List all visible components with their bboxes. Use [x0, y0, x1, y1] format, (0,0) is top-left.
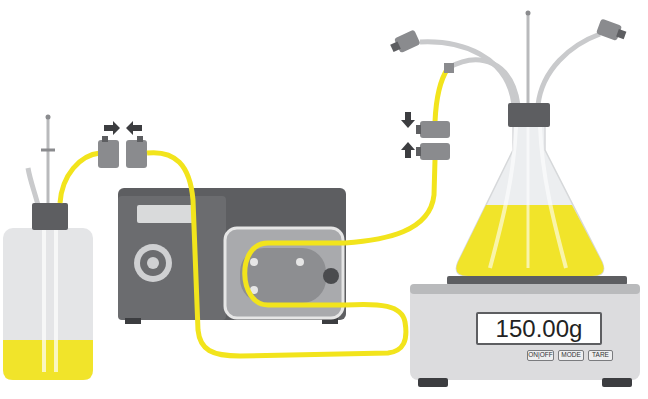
- bottle-cap: [32, 203, 68, 230]
- clamp-tab: [390, 41, 401, 52]
- control-pad: [134, 244, 172, 282]
- dip-tube: [527, 126, 530, 268]
- scale-button: MODE: [558, 350, 584, 361]
- roller: [296, 258, 304, 266]
- button-label: TARE: [592, 352, 609, 359]
- pump-body: [118, 188, 346, 320]
- dip-tube: [42, 228, 46, 372]
- bottle-liquid: [3, 340, 93, 380]
- clamp-tab: [416, 147, 421, 156]
- tube-connector: [444, 63, 454, 73]
- scale-foot: [602, 378, 632, 387]
- control-button: [147, 257, 159, 269]
- button-label: ON|OFF: [528, 352, 552, 359]
- button-label: MODE: [561, 352, 581, 359]
- yellow-tube: [60, 153, 100, 203]
- flask-glass: [456, 122, 603, 276]
- vent-rod: [47, 118, 50, 205]
- clamp-tab: [102, 136, 108, 142]
- air-tube: [28, 168, 38, 205]
- pump-tube-loop: [245, 243, 345, 305]
- scale-top-band: [410, 284, 640, 294]
- rod-clip: [41, 149, 55, 152]
- scale-body: [410, 284, 640, 380]
- yellow-tube: [147, 153, 406, 356]
- clamp-tab: [137, 136, 143, 142]
- dip-tube: [540, 126, 566, 268]
- clamp-tab: [416, 125, 421, 134]
- yellow-tube: [435, 68, 448, 122]
- scale-display: 150.00g: [476, 312, 602, 345]
- pinch-clamp: [420, 121, 450, 138]
- scale-button: TARE: [588, 350, 613, 361]
- yellow-tube: [345, 160, 435, 243]
- scale-button: ON|OFF: [527, 350, 554, 361]
- pinch-clamp: [98, 140, 119, 168]
- pump-foot: [125, 318, 141, 324]
- arrow-up: [401, 142, 415, 158]
- control-ring: [140, 250, 166, 276]
- dip-tube: [490, 126, 516, 268]
- rod-tip: [46, 115, 51, 120]
- arrow-left: [126, 121, 142, 135]
- weight-reading: 150.00g: [496, 317, 583, 341]
- pinch-clamp: [126, 140, 147, 168]
- flask-tube: [538, 34, 600, 105]
- pinch-clamp: [420, 143, 450, 160]
- bottle-body: [3, 228, 93, 380]
- scale-platform: [447, 276, 627, 285]
- flask-cap: [508, 103, 550, 127]
- arrow-right: [104, 121, 120, 135]
- pump-screen: [137, 205, 195, 223]
- clamp-tab: [616, 29, 626, 39]
- scale-foot: [418, 378, 448, 387]
- vent-rod: [527, 14, 530, 105]
- pump-front: [118, 196, 226, 320]
- tube-clamp: [596, 18, 622, 41]
- rod-tip: [526, 11, 531, 16]
- dip-tube: [54, 228, 58, 372]
- roller: [250, 258, 258, 266]
- head-knob: [323, 268, 339, 284]
- flask-tube: [420, 42, 514, 105]
- flask-liquid: [456, 205, 603, 276]
- arrow-down: [401, 112, 415, 128]
